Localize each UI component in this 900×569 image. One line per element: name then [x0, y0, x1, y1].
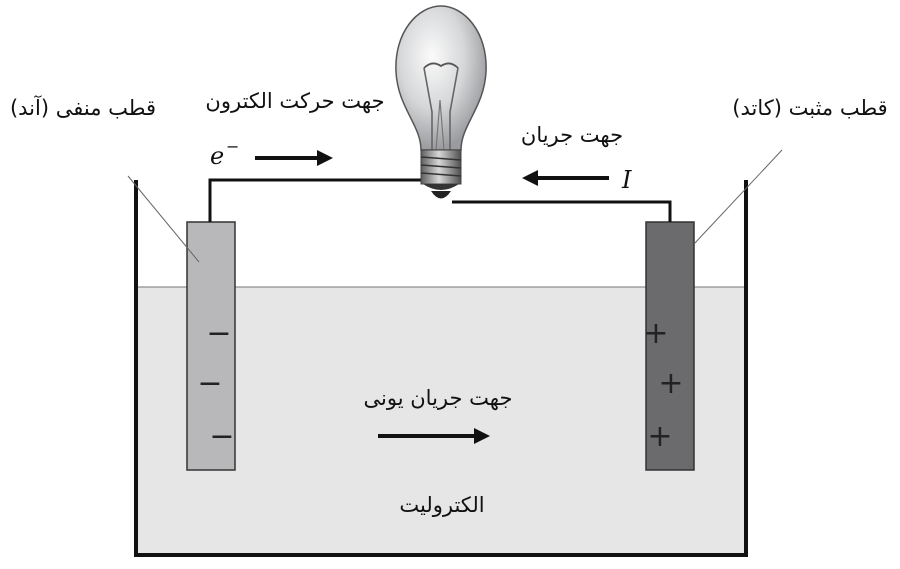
cathode-wire — [452, 200, 672, 222]
electrolyte-label: الکترولیت — [399, 493, 484, 517]
electron-direction-label: جهت حرکت الکترون — [205, 89, 384, 113]
current-direction-label: جهت جریان — [521, 123, 623, 147]
cathode-sign: + — [658, 366, 683, 401]
current-symbol: I — [621, 166, 632, 194]
cathode-sign: + — [643, 316, 668, 351]
anode-wire — [208, 178, 425, 222]
electrolyte — [136, 287, 746, 555]
ionic-current-arrow — [378, 428, 490, 444]
anode-sign: − — [206, 316, 231, 351]
ionic-current-label: جهت جریان یونی — [364, 386, 513, 410]
electron-direction-arrow — [255, 150, 333, 166]
anode-label: قطب منفی (آند) — [10, 95, 156, 120]
cathode-leader-line — [693, 149, 783, 245]
anode-sign: − — [197, 366, 222, 401]
anode-leader-line — [127, 175, 200, 263]
container — [134, 180, 748, 557]
light-bulb-icon — [395, 5, 487, 199]
current-direction-arrow — [522, 170, 609, 186]
cathode-sign: + — [647, 419, 672, 454]
electron-symbol: e — [210, 142, 224, 170]
electron-superscript: − — [226, 137, 239, 156]
cathode-electrode — [645, 221, 695, 471]
anode-electrode — [186, 221, 236, 471]
cathode-label: قطب مثبت (کاتد) — [732, 96, 887, 120]
anode-sign: − — [209, 419, 234, 454]
